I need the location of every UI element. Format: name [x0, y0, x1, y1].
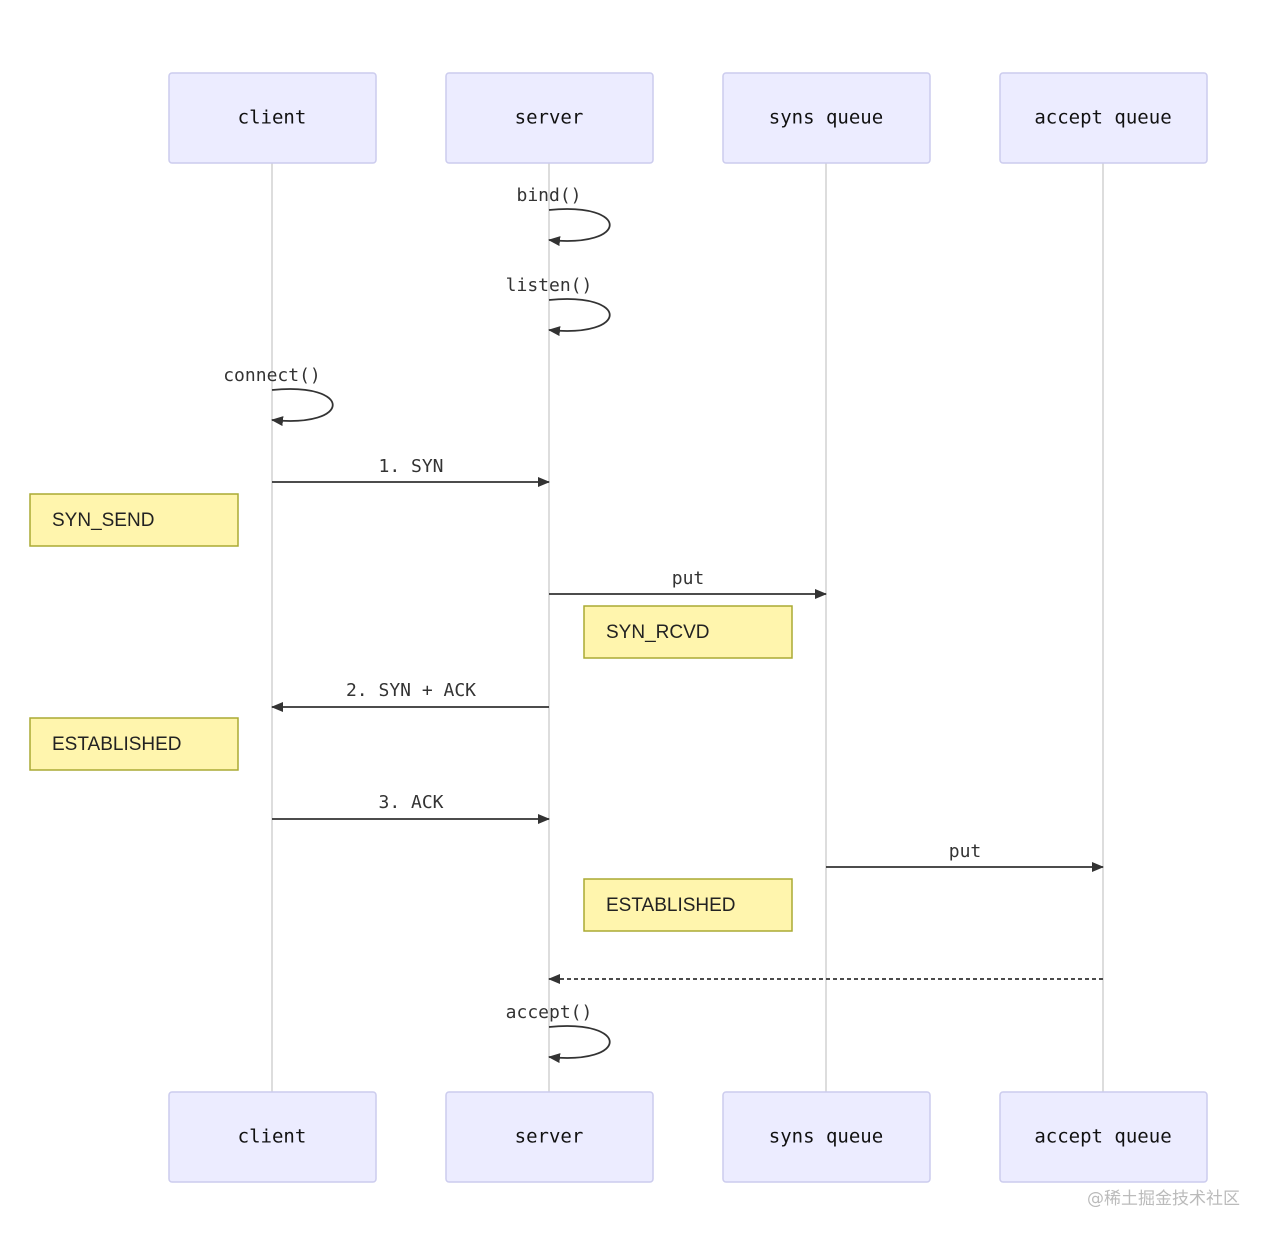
actor-server-bottom: server — [445, 1091, 654, 1183]
actor-label: client — [238, 107, 307, 129]
actor-label: server — [515, 1126, 584, 1148]
self-call-bind-arrow — [548, 208, 611, 247]
message-put-accept-label: put — [949, 841, 982, 862]
note-syn-send: SYN_SEND — [29, 493, 239, 547]
note-label: ESTABLISHED — [52, 734, 182, 755]
note-syn-rcvd: SYN_RCVD — [583, 605, 793, 659]
actor-accept-queue-bottom: accept queue — [999, 1091, 1208, 1183]
actor-label: syns queue — [769, 107, 883, 129]
actor-accept-queue-top: accept queue — [999, 72, 1208, 164]
actor-label: server — [515, 107, 584, 129]
note-client-established: ESTABLISHED — [29, 717, 239, 771]
message-syn-label: 1. SYN — [378, 456, 443, 477]
message-put-syns-label: put — [672, 568, 705, 589]
watermark-text: @稀土掘金技术社区 — [1087, 1189, 1240, 1209]
self-call-connect-label: connect() — [223, 365, 321, 386]
note-label: ESTABLISHED — [606, 895, 736, 916]
actor-syns-queue-top: syns queue — [722, 72, 931, 164]
actor-server-top: server — [445, 72, 654, 164]
actor-label: syns queue — [769, 1126, 883, 1148]
actor-label: accept queue — [1034, 107, 1171, 129]
self-call-accept-label: accept() — [506, 1002, 593, 1023]
actor-client-bottom: client — [168, 1091, 377, 1183]
note-label: SYN_SEND — [52, 510, 154, 531]
actor-label: accept queue — [1034, 1126, 1171, 1148]
self-call-listen-label: listen() — [506, 275, 593, 296]
self-call-accept-arrow — [548, 1025, 611, 1064]
actor-client-top: client — [168, 72, 377, 164]
message-ack-label: 3. ACK — [378, 792, 443, 813]
note-label: SYN_RCVD — [606, 622, 709, 643]
self-call-listen-arrow — [548, 298, 611, 337]
self-call-connect-arrow — [271, 388, 334, 427]
note-server-established: ESTABLISHED — [583, 878, 793, 932]
self-call-bind-label: bind() — [516, 185, 581, 206]
actor-syns-queue-bottom: syns queue — [722, 1091, 931, 1183]
actor-label: client — [238, 1126, 307, 1148]
message-syn-ack-label: 2. SYN + ACK — [346, 680, 476, 701]
